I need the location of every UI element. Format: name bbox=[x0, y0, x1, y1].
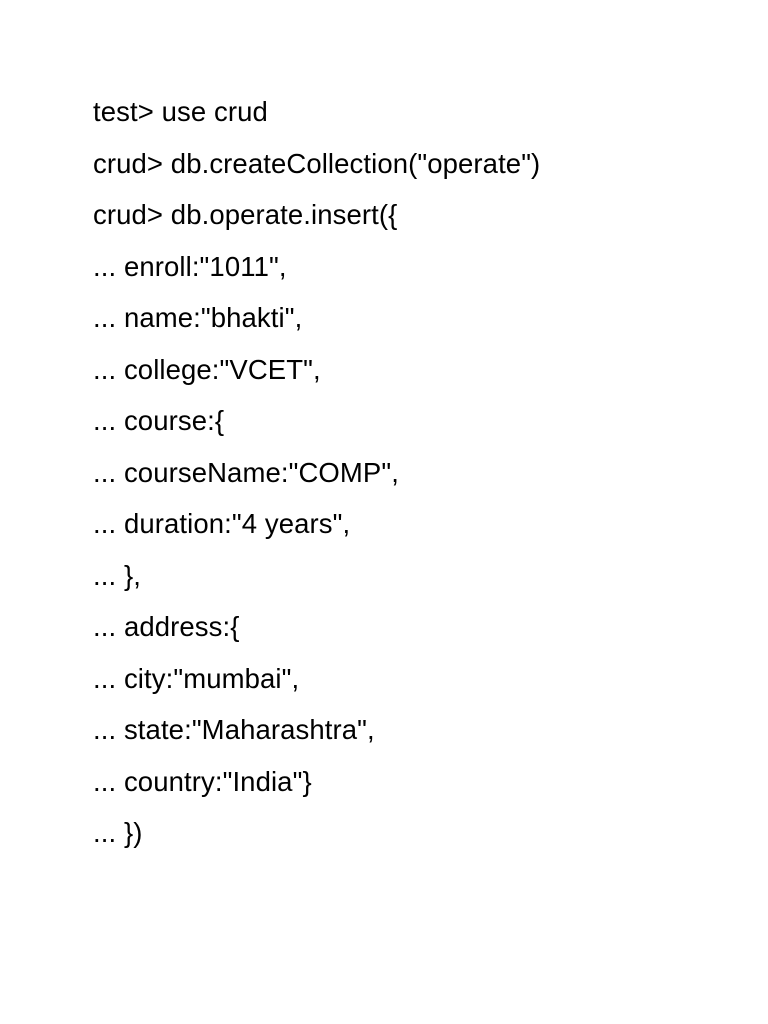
shell-line-course-close: ... }, bbox=[93, 559, 141, 591]
shell-line-insert-start: crud> db.operate.insert({ bbox=[93, 199, 398, 230]
shell-line-name: ... name:"bhakti", bbox=[93, 302, 303, 333]
shell-line-college: ... college:"VCET", bbox=[93, 353, 321, 385]
shell-line-create-collection: crud> db.createCollection("operate") bbox=[93, 147, 541, 179]
shell-line-duration: ... duration:"4 years", bbox=[93, 508, 351, 539]
shell-line-state: ... state:"Maharashtra", bbox=[93, 714, 375, 745]
shell-line-enroll: ... enroll:"1011", bbox=[93, 250, 287, 282]
shell-line-address-open: ... address:{ bbox=[93, 611, 240, 642]
shell-line-country: ... country:"India"} bbox=[93, 765, 312, 797]
shell-line-course-name: ... courseName:"COMP", bbox=[93, 456, 399, 488]
shell-line-city: ... city:"mumbai", bbox=[93, 662, 300, 694]
shell-line-use-db: test> use crud bbox=[93, 96, 268, 127]
shell-line-insert-end: ... }) bbox=[93, 817, 143, 848]
shell-session: test> use crud crud> db.createCollection… bbox=[93, 86, 540, 859]
shell-line-course-open: ... course:{ bbox=[93, 405, 225, 436]
